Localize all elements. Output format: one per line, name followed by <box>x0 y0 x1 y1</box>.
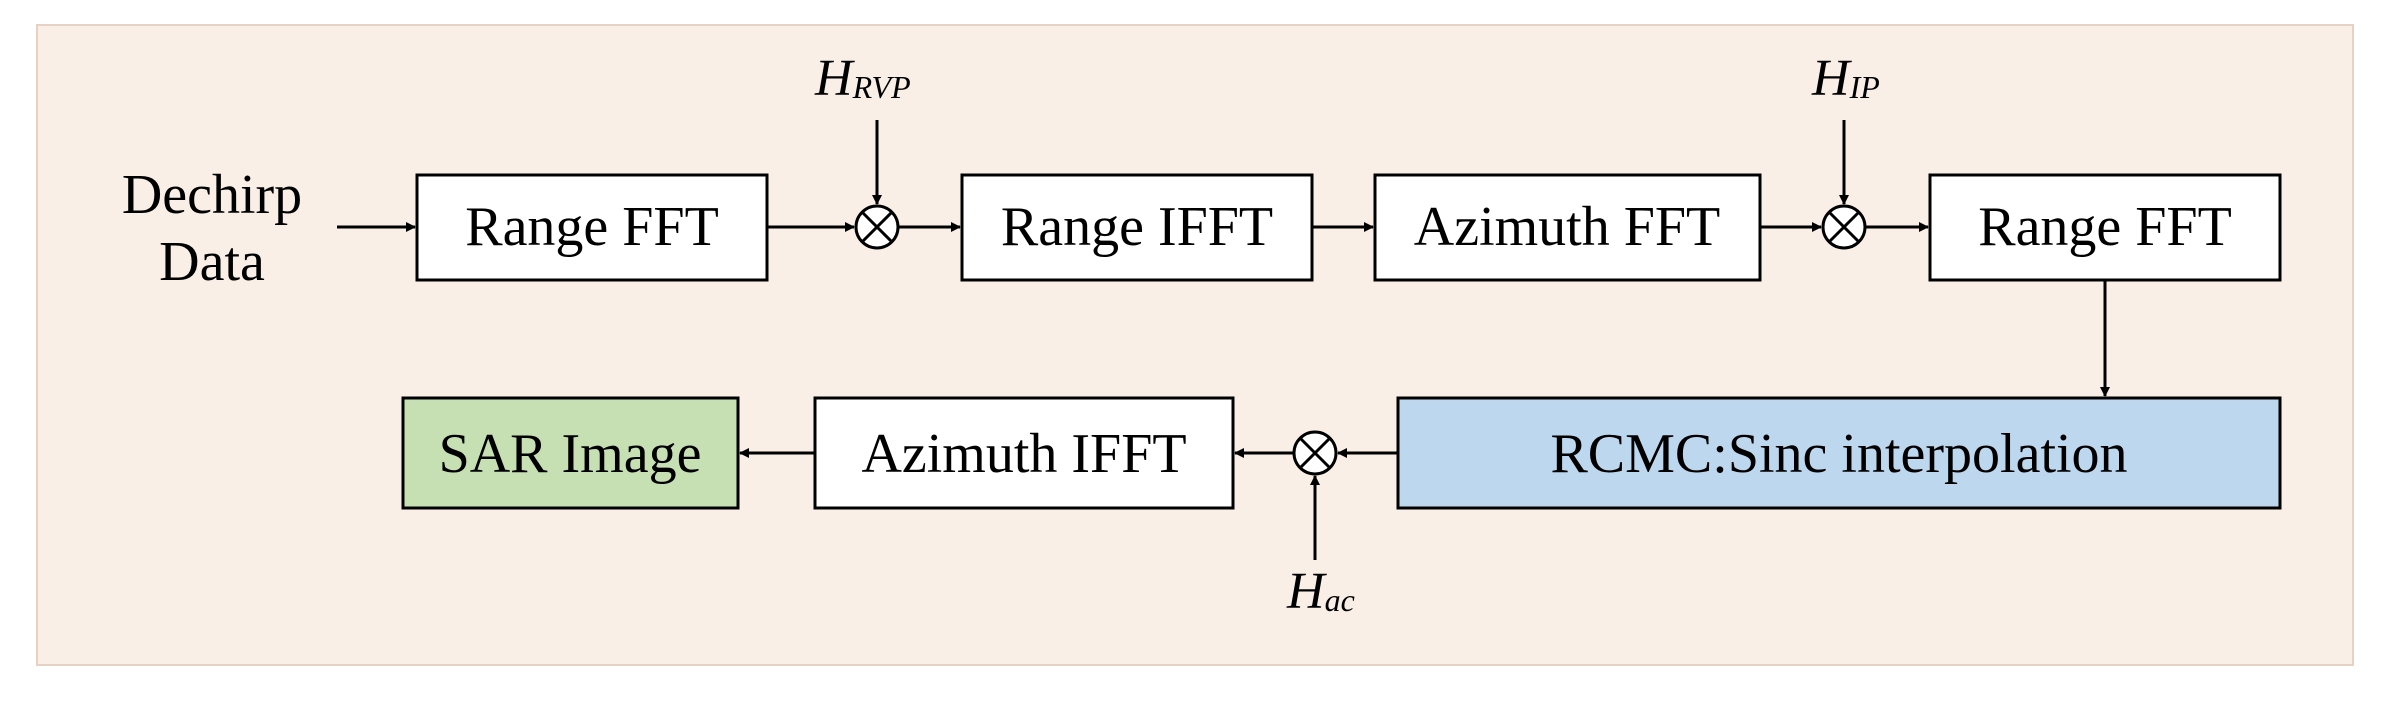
factor-ip-label: HIP <box>1811 50 1880 107</box>
range-fft-2-box <box>1928 173 2282 282</box>
sar-image-box <box>401 396 740 510</box>
input-label-line-2: Data <box>159 231 265 293</box>
range-fft-1-block: Range FFT <box>415 173 769 282</box>
diagram-panel <box>36 24 2354 666</box>
multiplier-rvp <box>854 204 900 250</box>
azimuth-ifft-block: Azimuth IFFT <box>813 396 1235 510</box>
azimuth-fft-box <box>1373 173 1762 282</box>
rcmc-label: RCMC:Sinc interpolation <box>1550 423 2127 485</box>
range-fft-1-box <box>415 173 769 282</box>
rcmc-block: RCMC:Sinc interpolation <box>1396 396 2282 510</box>
multiplier-ac <box>1292 430 1338 476</box>
azimuth-fft-block: Azimuth FFT <box>1373 173 1762 282</box>
azimuth-fft-label: Azimuth FFT <box>1414 196 1720 258</box>
range-fft-1-label: Range FFT <box>465 196 719 258</box>
range-fft-2-label: Range FFT <box>1978 196 2232 258</box>
range-ifft-label: Range IFFT <box>1001 196 1273 258</box>
factor-rvp-label: HRVP <box>814 50 911 107</box>
input-label-line-1: Dechirp <box>122 164 302 226</box>
multiplier-ip <box>1821 204 1867 250</box>
range-ifft-block: Range IFFT <box>960 173 1314 282</box>
range-fft-2-block: Range FFT <box>1928 173 2282 282</box>
range-ifft-box <box>960 173 1314 282</box>
azimuth-ifft-label: Azimuth IFFT <box>861 423 1186 485</box>
rcmc-box <box>1396 396 2282 510</box>
sar-image-label: SAR Image <box>439 423 702 485</box>
sar-image-block: SAR Image <box>401 396 740 510</box>
factor-ac-label: Hac <box>1286 563 1355 620</box>
